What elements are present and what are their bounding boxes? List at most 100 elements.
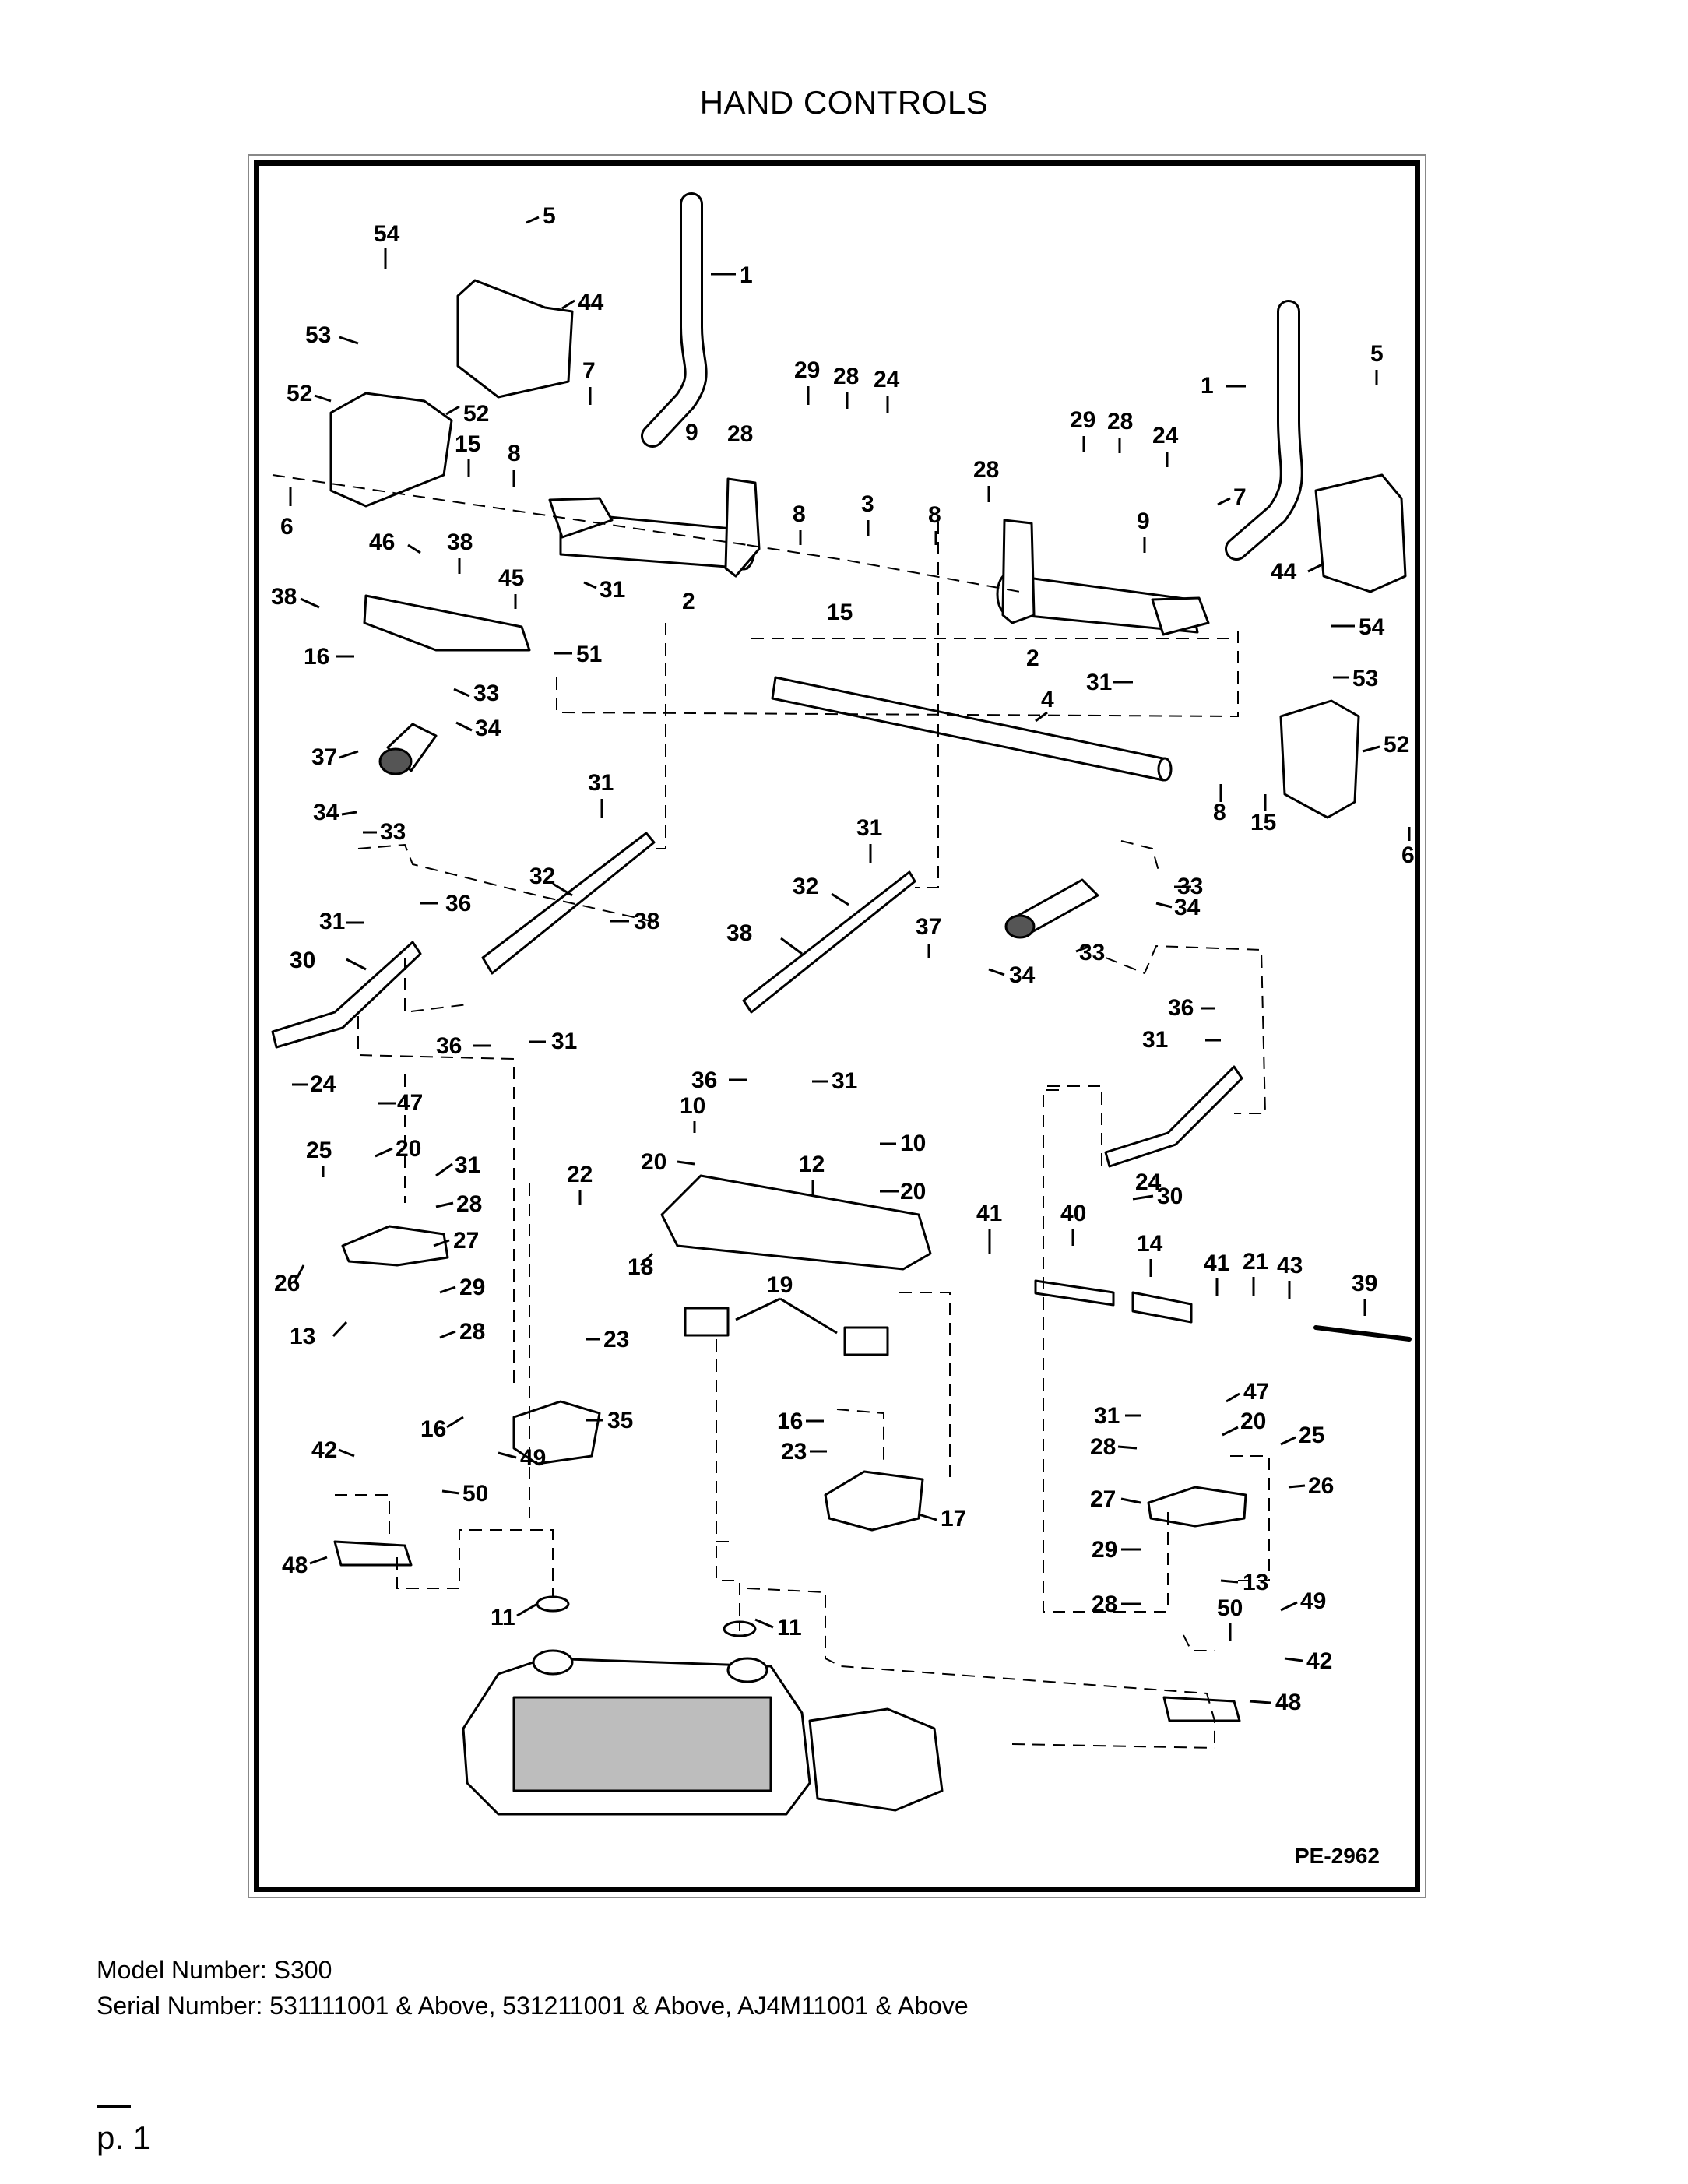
page-title: HAND CONTROLS [699,84,989,121]
callout-label: 29 [794,357,820,383]
callout-label: 28 [1090,1434,1116,1460]
callout-label: 34 [313,800,339,825]
callout-label: 46 [369,529,395,555]
callout-label: 8 [508,441,521,466]
callout-label: 29 [1092,1537,1117,1563]
serial-number: Serial Number: 531111001 & Above, 531211… [97,1992,969,2020]
callout-label: 9 [1137,508,1150,534]
callout-label: 9 [685,420,698,445]
callout-label: 21 [1243,1249,1268,1275]
callout-label: 20 [900,1179,926,1205]
callout-label: 31 [551,1029,577,1054]
callout-label: 26 [1308,1473,1334,1499]
callout-label: 34 [1174,895,1201,920]
callout-label: 2 [682,589,695,614]
diagram-outer-frame [248,154,1426,1898]
callout-label: 24 [1135,1169,1162,1195]
callout-label: 8 [793,501,806,527]
callout-label: 6 [280,514,294,540]
callout-label: 23 [781,1439,807,1465]
callout-label: 28 [1092,1591,1117,1617]
callout-label: 34 [475,716,501,741]
callout-label: 29 [1070,407,1095,433]
callout-label: 44 [578,290,604,315]
callout-label: 53 [305,322,331,348]
page-number: p. 1 [97,2119,152,2156]
callout-label: 14 [1137,1231,1163,1257]
callout-label: 3 [861,491,874,517]
callout-label: 26 [274,1271,300,1296]
callout-label: 16 [777,1409,803,1434]
callout-label: 31 [1086,670,1112,695]
callout-label: 31 [1142,1027,1168,1053]
callout-label: 33 [380,819,406,845]
callout-label: 16 [420,1416,446,1442]
callout-label: 33 [473,681,499,706]
callout-label: 38 [271,584,297,610]
callout-label: 40 [1060,1201,1086,1226]
callout-label: 42 [1306,1648,1332,1674]
callout-label: 36 [445,891,471,916]
callout-label: 20 [641,1149,666,1175]
callout-label: 15 [1250,810,1276,835]
callout-label: 28 [459,1319,485,1345]
callout-label: 11 [491,1605,515,1630]
callout-label: 33 [1177,874,1203,899]
callout-label: 34 [1009,962,1036,988]
callout-label: 8 [928,502,941,528]
callout-label: 18 [628,1254,653,1280]
callout-label: 41 [1204,1250,1229,1276]
callout-label: 50 [462,1481,488,1507]
callout-label: 25 [306,1138,332,1163]
callout-label: 36 [691,1067,717,1093]
callout-label: 31 [588,770,614,796]
callout-label: 38 [447,529,473,555]
callout-label: 11 [777,1615,802,1641]
callout-label: 52 [463,401,489,427]
callout-label: 1 [740,262,753,288]
callout-label: 13 [290,1324,315,1349]
callout-label: 39 [1352,1271,1377,1296]
callout-label: 30 [290,948,315,973]
callout-label: 15 [455,431,480,457]
callout-label: 17 [941,1506,966,1532]
callout-label: 28 [727,421,753,447]
callout-label: 49 [1300,1588,1326,1614]
callout-label: 52 [1384,732,1409,758]
callout-label: 19 [767,1272,793,1298]
callout-label: 22 [567,1162,593,1187]
diagram-code: PE-2962 [1295,1844,1380,1868]
callout-label: 32 [529,863,555,889]
callout-label: 5 [1370,341,1384,367]
callout-label: 2 [1026,645,1039,671]
callout-label: 28 [833,364,859,389]
callout-label: 33 [1079,940,1105,965]
callout-label: 4 [1041,687,1054,712]
diagram-frame [254,160,1420,1892]
callout-label: 47 [1243,1379,1269,1405]
callout-label: 35 [607,1408,633,1433]
callout-label: 23 [603,1327,629,1352]
callout-label: 45 [498,565,524,591]
callout-label: 36 [1168,995,1194,1021]
callout-label: 10 [680,1093,705,1119]
callout-label: 38 [634,909,659,934]
callout-label: 31 [455,1152,480,1178]
callout-label: 29 [459,1275,485,1300]
callout-label: 52 [287,381,312,406]
callout-label: 51 [576,642,602,667]
callout-label: 1 [1201,373,1214,399]
callout-label: 24 [1152,423,1179,448]
callout-label: 50 [1217,1595,1243,1621]
callout-label: 7 [582,358,596,384]
callout-label: 41 [976,1201,1002,1226]
page-divider [97,2105,131,2108]
callout-label: 12 [799,1152,825,1177]
callout-label: 31 [832,1068,857,1094]
callout-label: 7 [1233,484,1247,510]
callout-label: 54 [374,221,400,247]
callout-label: 38 [726,920,752,946]
callout-label: 13 [1243,1570,1268,1595]
callout-label: 28 [973,457,999,483]
callout-label: 44 [1271,559,1297,585]
